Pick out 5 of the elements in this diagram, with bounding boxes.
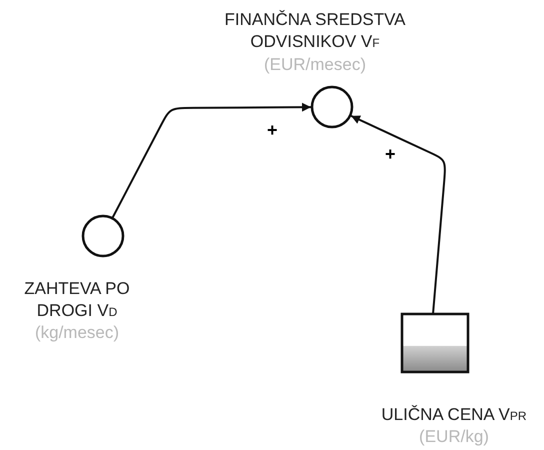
arrow	[350, 114, 446, 314]
unit-label: (EUR/mesec)	[262, 54, 367, 76]
arrow	[112, 102, 311, 218]
unit-label: (EUR/kg)	[418, 426, 490, 448]
unit-label: (kg/mesec)	[34, 322, 120, 344]
